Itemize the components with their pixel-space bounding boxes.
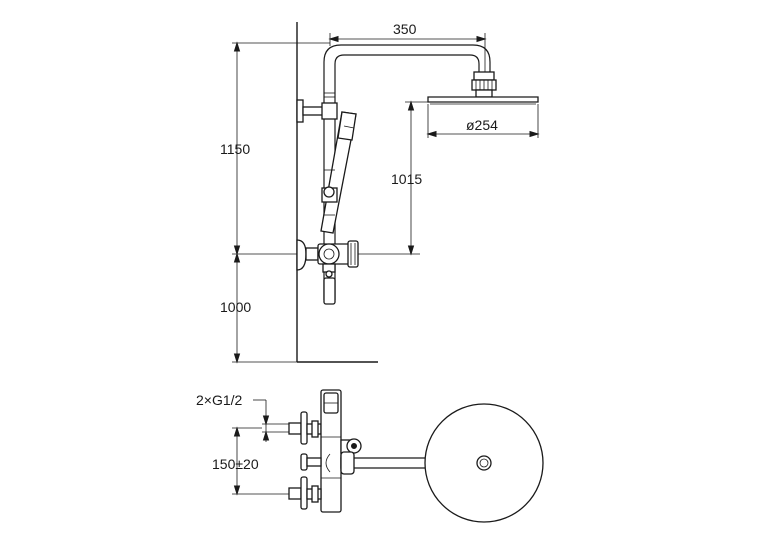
upper-inlet-nut: [311, 420, 319, 438]
arrow-spacing-bottom: [233, 485, 241, 496]
head-connector-base: [475, 89, 493, 98]
arrow-350-left: [328, 35, 339, 43]
riser-pipe-outer: [323, 44, 491, 300]
arm-collar: [340, 451, 355, 475]
mixer-bottom-outlet: [323, 277, 336, 305]
dimension-label-254: ø254: [466, 117, 498, 133]
upper-wall-flange: [296, 99, 304, 123]
arrow-1000-top: [233, 252, 241, 263]
arrow-1150-bottom: [233, 245, 241, 256]
dimension-label-thread: 2×G1/2: [196, 392, 243, 408]
arrow-1015-bottom: [407, 245, 415, 256]
dimension-label-1000: 1000: [220, 299, 251, 315]
arrow-thread-bottom: [262, 430, 270, 441]
arrow-spacing-top: [233, 426, 241, 437]
mixer-center-knob: [318, 243, 340, 265]
mixer-center-knob-inner: [323, 248, 335, 260]
mixer-outlet-elbow: [325, 270, 333, 278]
head-center-connector: [476, 455, 492, 471]
upper-bracket-clamp: [321, 102, 338, 120]
top-holder-knob-center: [351, 443, 357, 449]
dimension-label-1015: 1015: [391, 171, 422, 187]
upper-inlet-flange: [300, 411, 308, 445]
lower-inlet-nut: [311, 485, 319, 503]
arm-clamp: [325, 453, 331, 473]
arrow-254-left: [426, 130, 437, 138]
arrow-thread-top: [262, 415, 270, 426]
hand-shower-face: [343, 125, 355, 129]
head-connector-nut: [473, 71, 495, 81]
middle-bracket-flange: [300, 453, 308, 471]
hand-shower-head: [337, 111, 357, 141]
shower-head-side: [427, 96, 539, 103]
mixer-inlet: [305, 247, 319, 261]
mixer-wall-flange: [296, 239, 307, 271]
upper-bracket-arm: [302, 106, 325, 116]
arrow-1015-top: [407, 100, 415, 111]
arrow-1150-top: [233, 41, 241, 52]
side-elevation-view: 1150 1000 1015 350 ø254: [220, 21, 540, 364]
arrow-1000-bottom: [233, 353, 241, 364]
dimension-label-spacing: 150±20: [212, 456, 259, 472]
mixer-temperature-handle: [347, 240, 359, 268]
arrow-254-right: [529, 130, 540, 138]
lower-inlet-flange: [300, 476, 308, 510]
riser-pipe-inner: [334, 54, 480, 300]
dimension-label-1150: 1150: [220, 141, 250, 157]
plan-view: 2×G1/2 150±20: [196, 389, 544, 523]
slide-knob: [323, 186, 335, 198]
lower-inlet-thread: [288, 487, 302, 500]
middle-bracket-arm: [306, 457, 322, 467]
dimension-label-350: 350: [393, 21, 417, 37]
arrow-350-right: [476, 35, 487, 43]
upper-inlet-thread: [288, 422, 302, 435]
head-center-connector-inner: [479, 458, 489, 468]
